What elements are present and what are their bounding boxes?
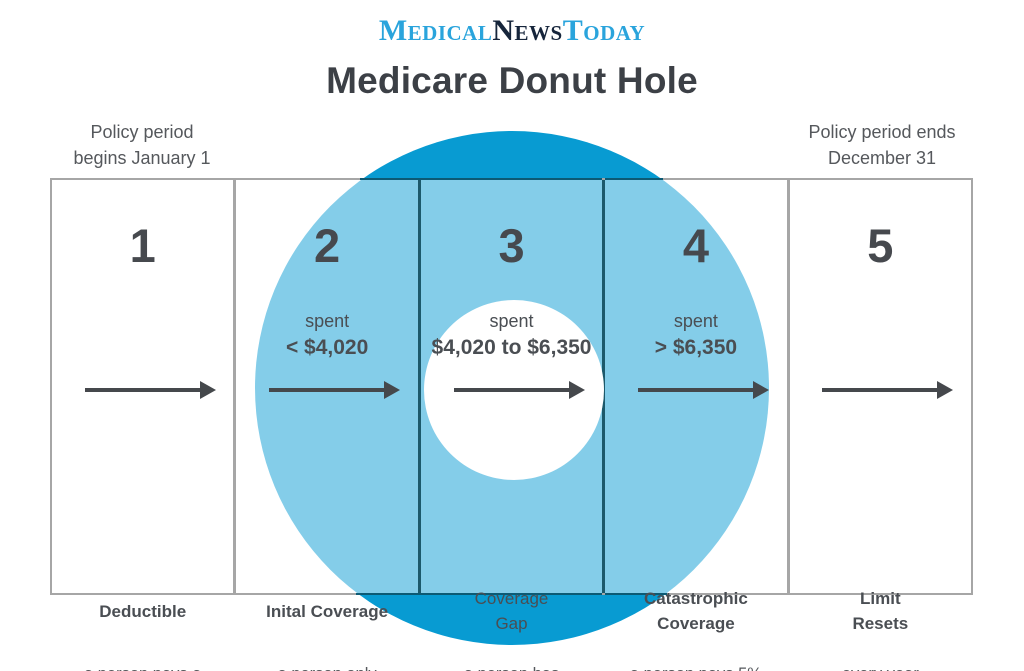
arrow-right-icon (790, 380, 971, 399)
spent-range: spent > $6,350 (605, 310, 786, 361)
stage-description: a person pays a specified amount for the… (52, 662, 233, 671)
spent-word: spent (305, 311, 350, 331)
spent-word: spent (489, 311, 534, 331)
ring-border-segment (605, 593, 668, 595)
stage-label: Limit Resets (852, 589, 909, 633)
logo-part-news: News (492, 14, 563, 47)
ring-border-segment (605, 178, 664, 180)
medical-news-today-logo: MedicalNewsToday (0, 14, 1024, 48)
ring-border-segment (355, 593, 418, 595)
spent-amount: < $4,020 (285, 336, 369, 359)
logo-part-today: Today (562, 14, 646, 47)
spent-amount: $4,020 to $6,350 (431, 336, 592, 359)
stage-description: a person has to start paying for their m… (421, 662, 602, 671)
stage-description: a person pays 5% of the cost of their pr… (605, 662, 786, 671)
stage-number: 2 (314, 219, 341, 272)
stage-column-initial-coverage: 2 spent < $4,020 Inital Coverage a perso… (233, 178, 418, 671)
stage-column-deductible: 1 Deductible a person pays a specified a… (52, 180, 234, 671)
page-title: Medicare Donut Hole (326, 60, 698, 101)
stage-column-coverage-gap: 3 spent $4,020 to $6,350 Coverage Gap a … (417, 178, 603, 671)
stage-description: a person only pays a copay for their pre… (236, 662, 417, 671)
stage-column-limit-resets: 5 Limit Resets every year a person’s ben… (786, 180, 972, 671)
spent-range: spent $4,020 to $6,350 (421, 310, 602, 361)
stage-number: 4 (682, 219, 709, 272)
arrow-right-icon (52, 380, 233, 399)
stage-number: 1 (129, 219, 156, 272)
logo-part-medical: Medical (378, 14, 493, 47)
policy-period-ends-label: Policy period ends December 31 (808, 122, 956, 168)
stage-label: Deductible (99, 601, 187, 621)
stage-description: every year a person’s benefit limits res… (790, 662, 971, 671)
stage-number: 5 (867, 219, 894, 272)
stage-number: 3 (498, 219, 525, 272)
arrow-right-icon (421, 380, 602, 399)
arrow-right-icon (236, 380, 417, 399)
spent-amount: > $6,350 (654, 336, 738, 359)
stage-label: Catastrophic Coverage (643, 589, 748, 633)
spent-range: spent < $4,020 (236, 310, 417, 361)
stage-label: Inital Coverage (266, 601, 389, 621)
stage-label: Coverage Gap (474, 589, 549, 633)
spent-word: spent (673, 311, 718, 331)
ring-border-segment (359, 178, 418, 180)
stages-table: 1 Deductible a person pays a specified a… (50, 178, 973, 671)
policy-period-begins-label: Policy period begins January 1 (73, 122, 211, 168)
arrow-right-icon (605, 380, 786, 399)
stage-column-catastrophic-coverage: 4 spent > $6,350 Catastrophic Coverage a… (602, 178, 787, 671)
